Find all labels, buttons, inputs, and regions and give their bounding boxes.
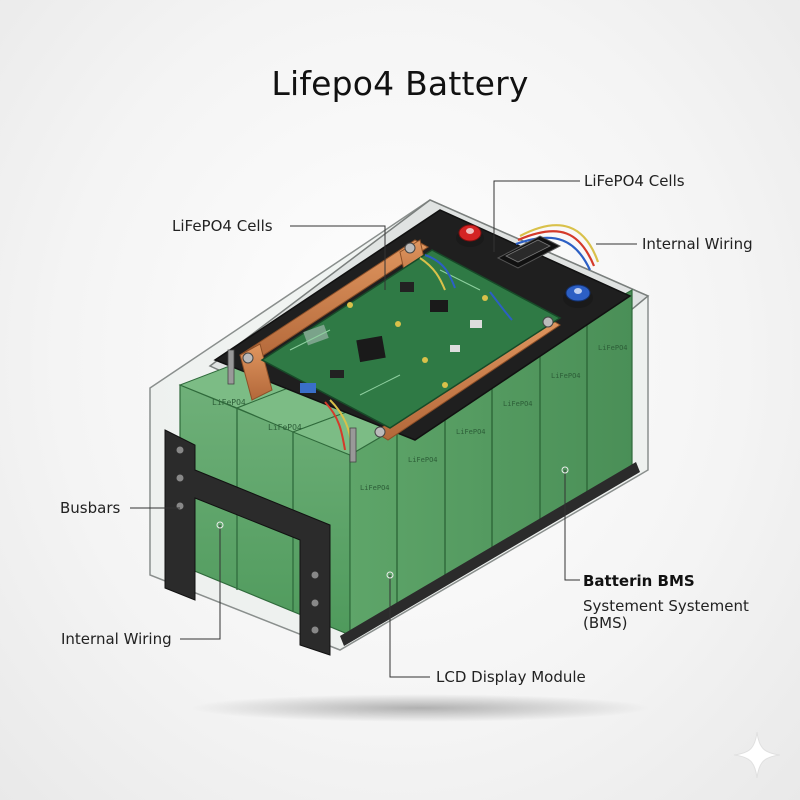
svg-text:LiFePO4: LiFePO4: [212, 398, 246, 407]
svg-text:LiFePO4: LiFePO4: [408, 456, 438, 464]
svg-text:LiFePO4: LiFePO4: [503, 400, 533, 408]
svg-text:LiFePO4: LiFePO4: [360, 484, 390, 492]
ground-shadow: [190, 694, 650, 722]
diagram-title: Lifepo4 Battery: [271, 64, 529, 103]
label-lifepo4-cells-left: LiFePO4 Cells: [172, 217, 273, 235]
negative-terminal: [563, 284, 593, 308]
svg-text:LiFePO4: LiFePO4: [598, 344, 628, 352]
stud-bolts: [227, 242, 554, 463]
lcd-display-module: [496, 235, 562, 269]
label-bms-line2: (BMS): [583, 614, 628, 632]
svg-text:LiFePO4: LiFePO4: [456, 428, 486, 436]
label-bms-title: Batterin BMS: [583, 572, 695, 590]
bms-board: [260, 249, 562, 429]
callout-lines: [130, 180, 637, 678]
sparkle-icon: [733, 731, 781, 779]
internal-wiring: [324, 224, 600, 451]
label-lifepo4-cells-top: LiFePO4 Cells: [584, 172, 685, 190]
label-internal-wiring-left: Internal Wiring: [61, 630, 172, 648]
label-busbars: Busbars: [60, 499, 121, 517]
positive-terminal: [456, 224, 484, 247]
label-lcd-display-module: LCD Display Module: [436, 668, 586, 686]
label-bms-line1: Systement Systement: [583, 597, 749, 615]
svg-text:LiFePO4: LiFePO4: [551, 372, 581, 380]
callout-dots: [216, 466, 569, 579]
svg-text:LiFePO4: LiFePO4: [268, 423, 302, 432]
label-internal-wiring-right: Internal Wiring: [642, 235, 753, 253]
